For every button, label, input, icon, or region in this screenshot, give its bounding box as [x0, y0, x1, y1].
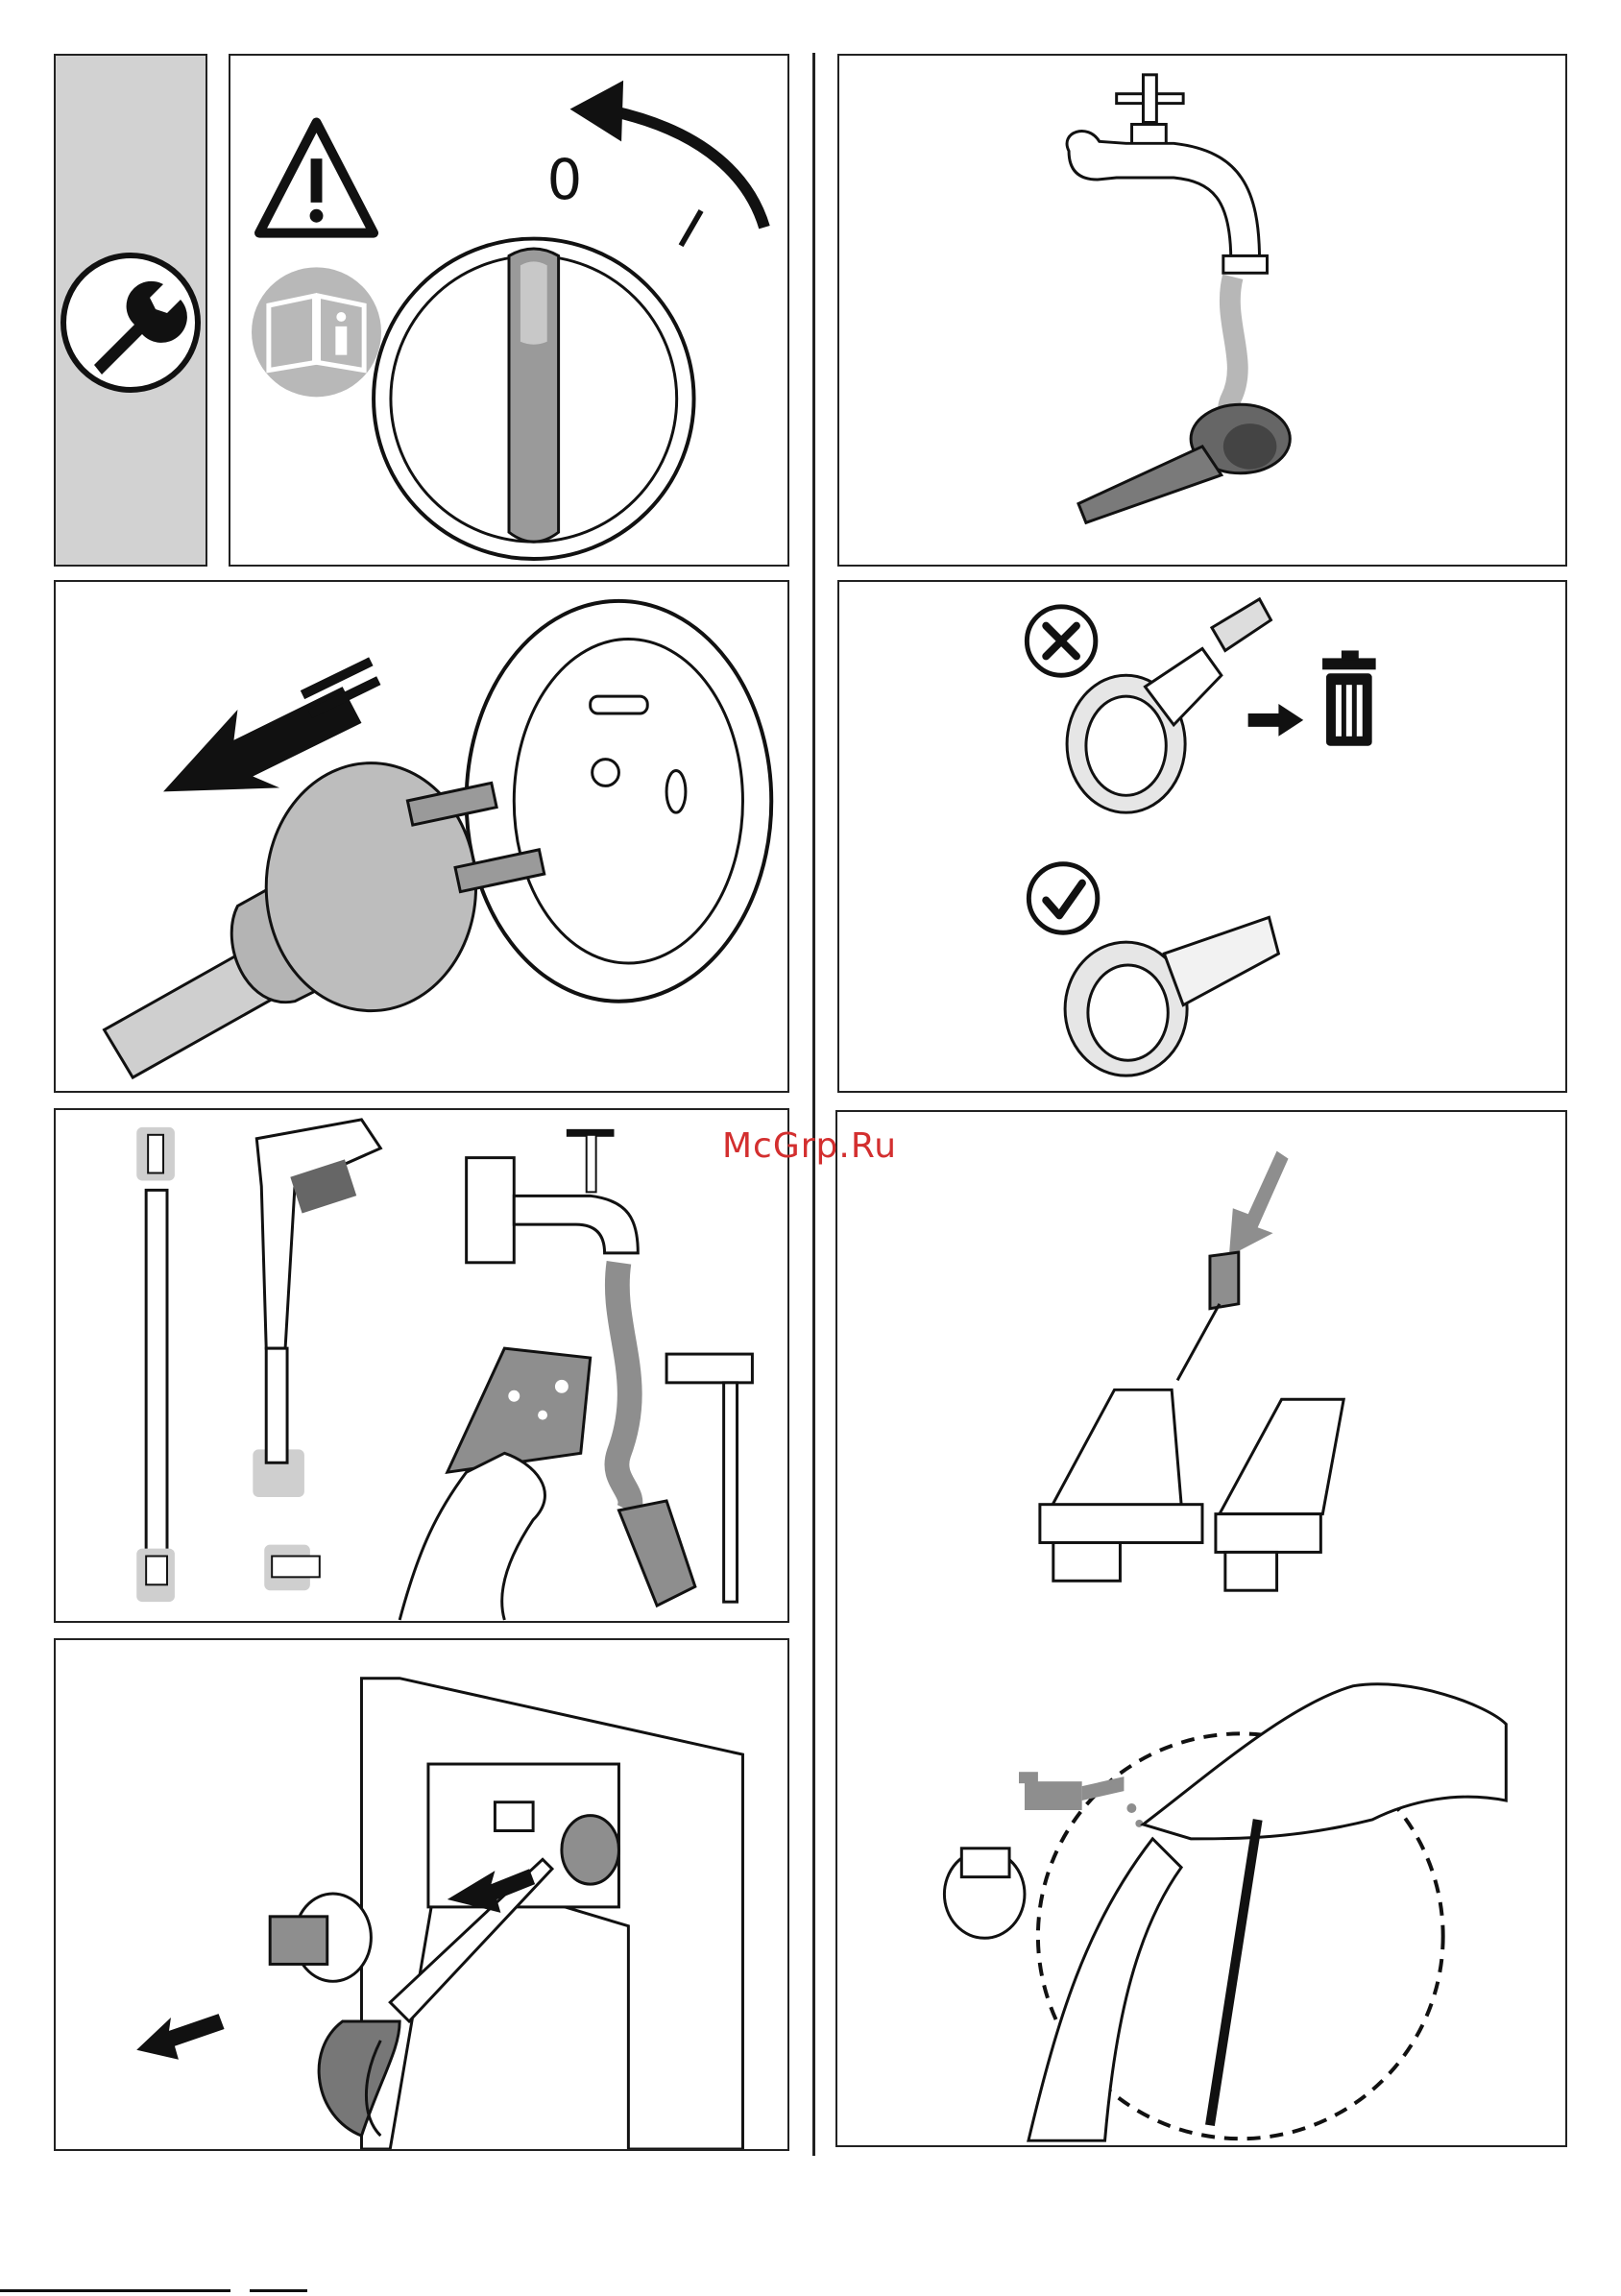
check-circle-icon — [1028, 864, 1097, 932]
dial-label-on: I — [667, 198, 714, 262]
footer-registration-mark — [0, 2289, 346, 2293]
panel-clean-accessories — [54, 1108, 789, 1623]
panel-remove-filter — [54, 1638, 789, 2151]
wrench-icon — [56, 56, 209, 568]
arrow-right-icon — [1248, 704, 1304, 737]
manual-info-icon — [252, 267, 381, 397]
spray-lance — [136, 1127, 175, 1602]
trash-icon — [1322, 650, 1376, 745]
good-nozzle — [1065, 917, 1278, 1075]
cleaning-needle — [1177, 1252, 1239, 1380]
panel-replace-nozzle — [837, 580, 1567, 1093]
damaged-nozzle — [1067, 599, 1270, 812]
power-dial — [374, 239, 693, 559]
hose-coupling — [944, 1849, 1025, 1939]
warning-triangle-icon — [259, 122, 374, 232]
panel-unplug — [54, 580, 789, 1093]
panel-nozzle-clean-lubricate — [835, 1110, 1567, 2147]
nozzle-right — [1216, 1399, 1343, 1590]
oil-can-icon — [1019, 1772, 1143, 1827]
panel-rinse-nozzle — [837, 54, 1567, 567]
hose-coupling — [270, 1894, 371, 1981]
sponge — [448, 1348, 591, 1472]
nozzle-left — [1040, 1390, 1202, 1581]
machine-body — [361, 1679, 742, 2149]
spray-gun — [253, 1120, 380, 1590]
rotate-arrow-icon — [570, 81, 764, 228]
cross-circle-icon — [1027, 607, 1095, 675]
watermark: McGrp.Ru — [722, 1126, 897, 1166]
nozzle-tip — [1078, 404, 1290, 522]
down-arrow-icon — [1229, 1151, 1289, 1256]
faucet-icon — [467, 1129, 639, 1263]
maintenance-side-tab — [54, 54, 207, 567]
faucet-icon — [1067, 75, 1267, 273]
dial-label-off: 0 — [547, 148, 583, 212]
panel-switch-off: 0 I — [229, 54, 789, 567]
wall-socket — [467, 601, 772, 1002]
power-plug — [104, 763, 544, 1078]
center-divider — [812, 53, 815, 2156]
